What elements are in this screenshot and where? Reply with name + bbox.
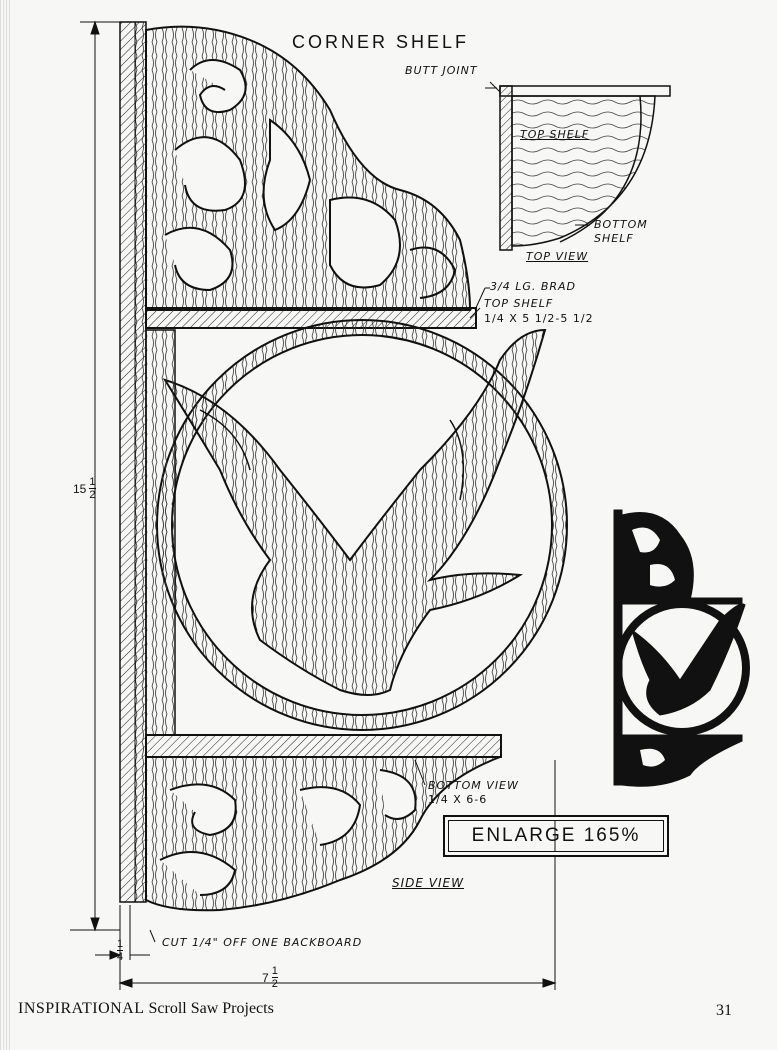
top-shelf-board [145, 307, 477, 329]
book-title: INSPIRATIONAL Scroll Saw Projects [18, 1000, 274, 1018]
height-dimension: 15 1 2 [73, 476, 96, 501]
dimension-lines [70, 20, 590, 990]
page-number: 31 [716, 1002, 732, 1019]
book-title-caps: INSPIRATIONAL [18, 1000, 145, 1017]
diagram-title: CORNER SHELF [292, 32, 470, 52]
butt-joint-label: BUTT JOINT [405, 64, 478, 77]
brad-label: 3/4 LG. BRAD [490, 280, 577, 293]
width-dimension: 7 1 2 [262, 965, 278, 990]
finished-shelf-thumbnail [613, 509, 750, 787]
top-view-label: TOP VIEW [526, 250, 589, 263]
bottom-view-label: BOTTOM VIEW [428, 779, 519, 792]
eagle-silhouette [162, 328, 547, 696]
enlarge-box: ENLARGE 165% [443, 815, 669, 857]
thickness-dimension: 1 4 [117, 938, 124, 963]
top-view-top-shelf-label: TOP SHELF [520, 128, 590, 141]
book-title-rest: Scroll Saw Projects [144, 1000, 274, 1017]
cut-note-label: CUT 1/4" OFF ONE BACKBOARD [162, 936, 363, 949]
side-view-label: SIDE VIEW [392, 876, 464, 890]
side-view [119, 21, 568, 912]
top-view [485, 81, 671, 251]
page-edge [0, 0, 12, 1050]
top-shelf-dims: 1/4 X 5 1/2-5 1/2 [484, 312, 594, 325]
bottom-shelf-label: BOTTOM SHELF [594, 218, 648, 245]
bottom-dims: 1/4 X 6-6 [428, 793, 488, 806]
top-shelf-label: TOP SHELF [484, 297, 554, 310]
bottom-shelf-board [145, 734, 502, 758]
